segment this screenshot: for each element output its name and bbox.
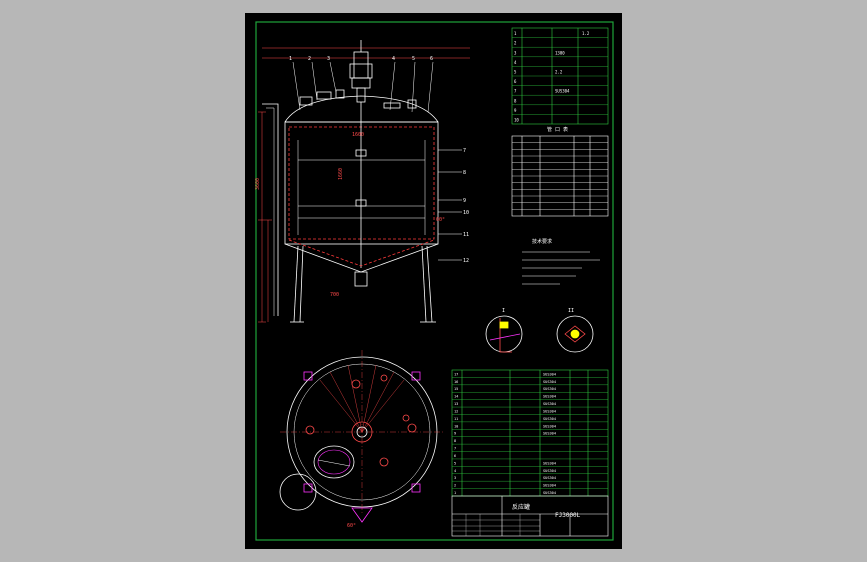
parts-row-no: 7: [454, 447, 456, 451]
spec-row-no: 9: [514, 108, 517, 113]
spec-row-no: 4: [514, 60, 517, 65]
detail-label-2: II: [568, 308, 574, 314]
front-elevation-view: 1 2 3 4 5 6: [255, 40, 470, 323]
title-block: [451, 495, 609, 537]
parts-row-material: SUS304: [543, 395, 556, 399]
parts-row-no: 6: [454, 454, 456, 458]
parts-row-material: SUS304: [543, 402, 556, 406]
parts-row-no: 2: [454, 484, 456, 488]
parts-row-no: 4: [454, 469, 456, 473]
parts-row-no: 9: [454, 432, 456, 436]
balloon-8: 8: [463, 170, 466, 176]
drawing-sheet: [245, 13, 622, 549]
spec-row-value: 2.2: [555, 70, 563, 75]
parts-row-no: 3: [454, 476, 456, 480]
nozzle-table-title: 管 口 表: [547, 126, 568, 133]
detail-label-1: I: [502, 308, 505, 314]
parts-row-no: 16: [454, 380, 458, 384]
parts-row-material: SUS304: [543, 409, 556, 413]
dim-bottom: 700: [330, 292, 339, 298]
spec-table-rows: 1 1.2 2 3 1300 4 5 2.2 6 7 SUS304 8 9 10: [512, 31, 608, 123]
spec-row-no: 8: [514, 98, 517, 103]
nozzle-table-rows: [512, 142, 608, 210]
plan-view: 60°: [279, 350, 444, 529]
parts-row-material: SUS304: [543, 461, 556, 465]
spec-row-no: 1: [514, 31, 517, 36]
parts-row-no: 10: [454, 424, 458, 428]
parts-row-material: SUS304: [543, 380, 556, 384]
spec-row-no: 5: [514, 70, 517, 75]
balloon-1: 1: [289, 56, 292, 62]
balloon-7: 7: [463, 148, 466, 154]
dim-angle-1: 60°: [436, 217, 445, 223]
parts-row-material: SUS304: [543, 476, 556, 480]
balloon-9: 9: [463, 198, 466, 204]
parts-row-material: SUS304: [543, 484, 556, 488]
parts-row-no: 13: [454, 402, 458, 406]
spec-row-no: 3: [514, 50, 517, 55]
parts-row-no: 11: [454, 417, 458, 421]
spec-row-value: 1300: [555, 50, 565, 55]
spec-row-value: SUS304: [555, 89, 570, 94]
spec-row-no: 6: [514, 79, 517, 84]
parts-row-material: SUS304: [543, 424, 556, 428]
balloon-5: 5: [412, 56, 415, 62]
parts-row-material: SUS304: [543, 469, 556, 473]
detail-view-2: II: [556, 308, 594, 353]
balloon-6: 6: [430, 56, 433, 62]
drawing-number: FJ3000L: [555, 512, 581, 519]
balloon-12: 12: [463, 258, 469, 264]
balloon-10: 10: [463, 210, 469, 216]
balloon-11: 11: [463, 232, 469, 238]
dim-overall-height: 3600: [255, 178, 261, 190]
dim-body-height: 1660: [338, 168, 344, 180]
spec-row-no: 2: [514, 41, 517, 46]
technical-notes: 技术要求: [522, 238, 600, 285]
parts-row-no: 14: [454, 395, 458, 399]
spec-row-value2: 1.2: [582, 31, 590, 36]
dim-angle-2: 60°: [347, 523, 356, 529]
parts-row-no: 5: [454, 461, 456, 465]
parts-row-no: 12: [454, 409, 458, 413]
notes-title: 技术要求: [532, 238, 552, 245]
parts-row-no: 1: [454, 491, 456, 495]
detail-view-1: I: [485, 308, 523, 353]
balloon-4: 4: [392, 56, 395, 62]
parts-row-no: 17: [454, 372, 458, 376]
parts-row-no: 15: [454, 387, 458, 391]
spec-row-no: 10: [514, 118, 519, 123]
parts-row-material: SUS304: [543, 432, 556, 436]
title-block-name: 反应罐: [512, 503, 530, 511]
parts-row-material: SUS304: [543, 387, 556, 391]
spec-row-no: 7: [514, 89, 517, 94]
sheet-frame: [255, 21, 614, 541]
balloon-3: 3: [327, 56, 330, 62]
parts-row-material: SUS304: [543, 491, 556, 495]
parts-row-material: SUS304: [543, 417, 556, 421]
parts-row-no: 8: [454, 439, 456, 443]
dim-width: 1600: [352, 132, 364, 138]
parts-row-material: SUS304: [543, 372, 556, 376]
balloon-2: 2: [308, 56, 311, 62]
